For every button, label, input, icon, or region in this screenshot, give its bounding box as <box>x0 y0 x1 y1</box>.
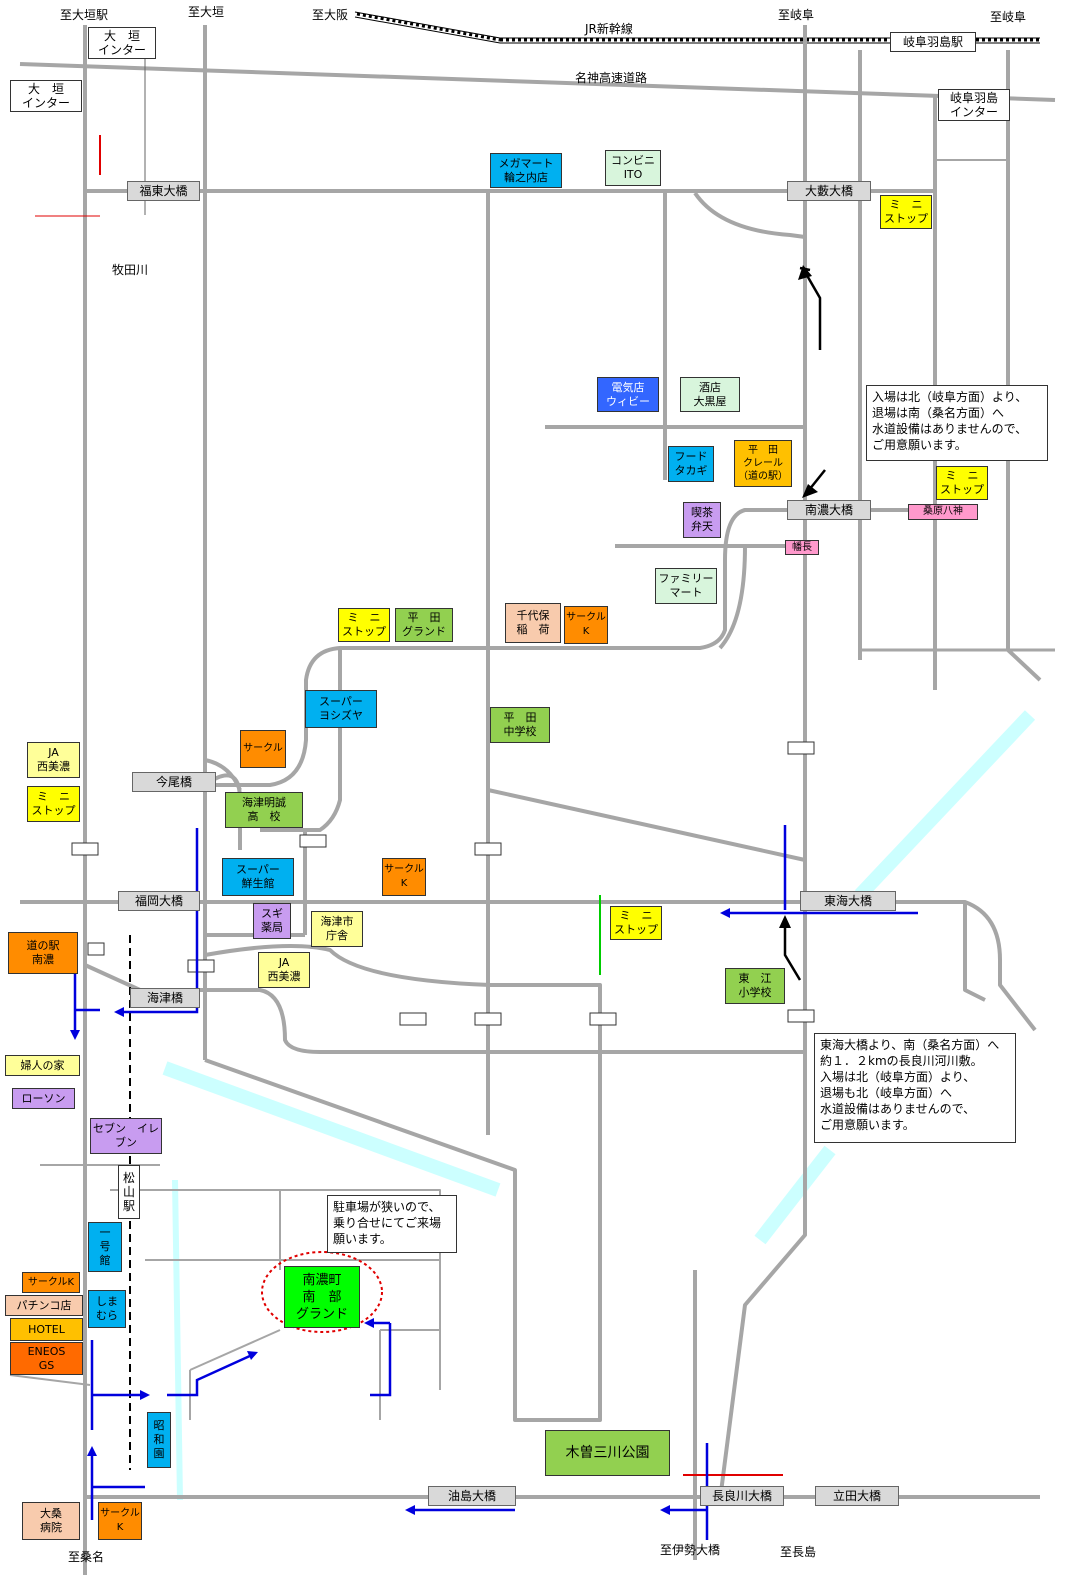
place-fujin-no-ie: 婦人の家 <box>5 1055 80 1076</box>
direction-kuwana: 至桑名 <box>68 1550 105 1564</box>
place-mini-stop-4: ミ ニ ストップ <box>27 786 80 822</box>
direction-nagashima: 至長島 <box>780 1545 817 1559</box>
place-mini-stop-3: ミ ニ ストップ <box>338 608 390 642</box>
place-food-takagi: フード タカギ <box>668 446 714 482</box>
makita-river-label: 牧田川 <box>112 263 149 277</box>
highlight-marks <box>35 135 783 1476</box>
place-sugi-yakkyoku: スギ 薬局 <box>253 903 291 939</box>
place-higashie-es: 東 江 小学校 <box>725 968 785 1004</box>
bridge-aburajima: 油島大橋 <box>428 1486 516 1506</box>
note-north-entry: 入場は北（岐阜方面）より、 退場は南（桑名方面）へ 水道設備はありませんので、 … <box>866 385 1048 461</box>
road-network <box>9 25 1056 1575</box>
place-ja-nishimino-1: JA 西美濃 <box>27 742 80 778</box>
matsuyama-station: 松 山 駅 <box>118 1165 140 1219</box>
place-kuwabara-hachijin: 桑原八神 <box>908 504 978 520</box>
bridge-fukuoka: 福岡大橋 <box>118 891 200 911</box>
place-megamart: メガマート 輪之内店 <box>490 153 562 188</box>
direction-ise-ohashi: 至伊勢大橋 <box>660 1543 721 1557</box>
gifu-hashima-ic: 岐阜羽島 インター <box>938 89 1010 121</box>
place-hirata-jhs: 平 田 中学校 <box>490 707 550 743</box>
ogaki-ic-top: 大 垣 インター <box>88 27 156 59</box>
bridge-nanno: 南濃大橋 <box>787 500 871 520</box>
bridge-oyabu: 大藪大橋 <box>787 181 871 201</box>
place-pachinko: パチンコ店 <box>5 1295 83 1316</box>
place-seven-eleven: セブン イレ ブン <box>90 1118 162 1154</box>
place-conveni-ito: コンビニ ITO <box>605 150 661 186</box>
place-michinoeki-nanno: 道の駅 南濃 <box>8 932 78 974</box>
route-arrows <box>73 825 918 1540</box>
place-ohkuwa-hospital: 大桑 病院 <box>22 1502 80 1540</box>
direction-gifu-1: 至岐阜 <box>778 8 815 22</box>
place-circle-k-1: サークル K <box>564 606 608 644</box>
place-showaen: 昭 和 園 <box>147 1412 171 1468</box>
place-ja-nishimino-2: JA 西美濃 <box>258 952 310 988</box>
destination-nanno-south-ground: 南濃町 南 部 グランド <box>284 1266 360 1328</box>
river-shapes <box>162 710 1036 1501</box>
place-hirata-crail: 平 田 クレール （道の駅） <box>734 440 792 487</box>
route-arrowheads <box>70 908 730 1515</box>
black-arrowheads <box>779 265 818 928</box>
note-parking: 駐車場が狭いので、 乗り合せにてご来場 願います。 <box>327 1195 457 1253</box>
place-mini-stop-1: ミ ニ ストップ <box>880 195 932 229</box>
bridge-tatsuta: 立田大橋 <box>815 1486 899 1506</box>
railway-lines <box>354 11 1040 44</box>
gifu-hashima-station: 岐阜羽島駅 <box>890 32 976 52</box>
place-familymart: ファミリー マート <box>655 568 717 604</box>
direction-osaka: 至大阪 <box>312 8 349 22</box>
place-kaizu-meisei: 海津明誠 高 校 <box>225 792 303 828</box>
place-denki-wiwi: 電気店 ウィビー <box>597 377 659 412</box>
bridge-tokai: 東海大橋 <box>800 891 896 911</box>
direction-ogaki: 至大垣 <box>188 5 225 19</box>
place-lawson: ローソン <box>12 1088 75 1109</box>
place-circle-k-2: サークル <box>240 730 286 768</box>
place-hatanaga: 幡長 <box>785 540 819 555</box>
direction-ogaki-station: 至大垣駅 <box>60 8 109 22</box>
place-circle-k-3: サークル K <box>382 858 426 896</box>
place-mini-stop-5: ミ ニ ストップ <box>610 906 662 940</box>
place-shimamura: しま むら <box>88 1290 126 1328</box>
place-kiso-sansen-park: 木曽三川公園 <box>545 1430 670 1476</box>
place-chiyoho-inari: 千代保 稲 荷 <box>505 603 561 643</box>
ogaki-ic-left: 大 垣 インター <box>10 80 82 112</box>
place-circle-k-4: サークルK <box>22 1272 80 1293</box>
place-kissa-benten: 喫茶 弁天 <box>683 502 721 538</box>
meishin-label: 名神高速道路 <box>575 71 648 85</box>
crossing-markers <box>71 741 815 1026</box>
place-ichigokan: 一 号 館 <box>88 1222 122 1272</box>
place-hirata-ground: 平 田 グランド <box>395 608 453 642</box>
bridge-nagaragawa: 長良川大橋 <box>700 1486 784 1506</box>
shinkansen-label: JR新幹線 <box>585 22 633 36</box>
direction-gifu-2: 至岐阜 <box>990 10 1027 24</box>
bridge-kaizu: 海津橋 <box>130 988 200 1008</box>
place-sake-daikokuya: 酒店 大黒屋 <box>680 377 740 412</box>
place-eneos: ENEOS GS <box>10 1342 83 1375</box>
place-super-yoshizawa: スーパー ヨシズヤ <box>305 690 377 728</box>
note-east-route: 東海大橋より、南（桑名方面）へ 約１．２kmの長良川河川敷。 入場は北（岐阜方面… <box>814 1033 1016 1143</box>
bridge-imao: 今尾橋 <box>132 772 216 792</box>
place-circle-k-5: サークル K <box>98 1502 142 1540</box>
destination-circle <box>261 1251 383 1333</box>
place-kaizu-city-hall: 海津市 庁舎 <box>311 911 363 947</box>
bridge-fukuto: 福東大橋 <box>127 181 200 201</box>
place-mini-stop-2: ミ ニ ストップ <box>936 466 988 500</box>
place-hotel: HOTEL <box>10 1318 83 1341</box>
place-super-senseikan: スーパー 鮮生館 <box>222 858 294 896</box>
